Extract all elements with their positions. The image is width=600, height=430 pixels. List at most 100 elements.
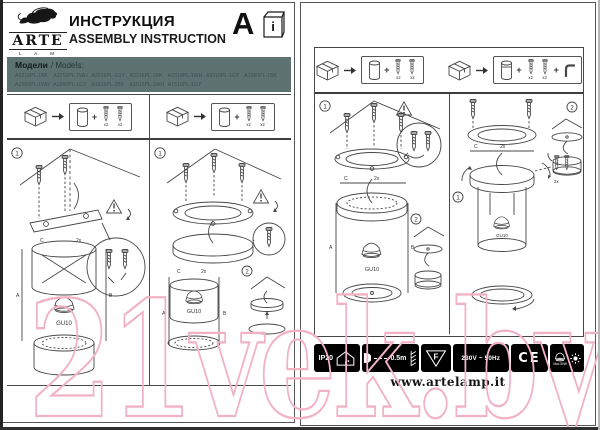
diagram-column-1: + x2 x2	[7, 95, 149, 385]
svg-text:2x: 2x	[500, 144, 506, 150]
screw-qty: x2	[540, 59, 550, 80]
model-item: A1560PL-1BK	[244, 73, 278, 79]
svg-text:B: B	[109, 293, 113, 299]
assembly-diagram-r2: 1 2 C 2x 2x GU10	[452, 99, 583, 311]
website-text: www.artelamp.it	[390, 375, 506, 389]
step-marker: 1	[456, 194, 460, 201]
lamp-body-icon	[76, 107, 88, 127]
svg-text:2x: 2x	[201, 269, 207, 275]
screw-icon	[259, 105, 266, 122]
models-banner: Модели/ Models: A3216PL-1BK A3216PL-1WH …	[7, 57, 291, 92]
voltage-badge: 230V ~ 50Hz	[452, 344, 509, 372]
svg-text:C: C	[40, 238, 44, 244]
parts-row: + x2 x2	[315, 48, 583, 94]
screw-qty: x2	[244, 105, 254, 127]
svg-text:2x: 2x	[554, 179, 560, 184]
allen-key-icon	[564, 64, 575, 77]
plus-sign: +	[234, 111, 240, 122]
step-marker: 2	[414, 217, 418, 223]
f-mark-icon: F	[425, 349, 447, 367]
screw-icon	[527, 59, 534, 75]
parts-group-2: + x2 x2 +	[448, 56, 582, 84]
model-item: A1516PL-1BK	[91, 82, 125, 89]
svg-text:F: F	[434, 352, 439, 361]
package-icon	[448, 60, 471, 80]
screw-icon	[103, 105, 109, 122]
svg-text:i: i	[271, 19, 275, 34]
svg-text:B: B	[223, 311, 227, 317]
left-page: ARTE L A M P ИНСТРУКЦИЯ ASSEMBLY INSTRUC…	[2, 2, 295, 423]
certification-badges: IP20 0.5m	[314, 344, 584, 372]
lamp-body-icon	[219, 107, 231, 127]
step-marker: 2	[570, 105, 574, 111]
parts-box: + x2 x2	[211, 102, 275, 131]
lamp-body-icon	[369, 60, 381, 80]
screw-qty: x2	[526, 59, 536, 80]
doc-letter: A	[232, 6, 255, 41]
screw-qty: x2	[258, 105, 268, 127]
package-icon	[166, 106, 189, 127]
parts-row: + x2 x2	[150, 95, 291, 140]
bulb-label: GU10	[496, 233, 508, 238]
model-item: A3316PL-1WH	[167, 73, 203, 79]
screw-icon	[245, 105, 252, 122]
svg-text:A: A	[16, 293, 20, 299]
f-mark-badge: F	[421, 344, 451, 372]
lamp-icon	[364, 353, 372, 363]
plus-sign: +	[553, 65, 559, 75]
model-item: A1516PL-1GY	[167, 82, 202, 89]
assembly-diagram-l2: 1 2 C 2x A B GU10	[153, 147, 285, 351]
spotlight-bulb-icon	[555, 352, 566, 362]
diagram-column-4: 1 2 C 2x 2x GU10	[449, 94, 583, 334]
parts-box: + x2 x2	[68, 102, 133, 131]
arrow-icon	[344, 66, 357, 74]
winged-lion-icon	[17, 7, 58, 24]
lamp-body-icon	[501, 60, 513, 80]
diagram-column-2: + x2 x2	[149, 95, 291, 385]
right-content-frame: + x2 x2	[314, 47, 584, 337]
arrow-icon	[476, 66, 489, 74]
bulb-label: GU10	[186, 309, 200, 315]
plus-sign: +	[91, 111, 98, 122]
sun-icon	[570, 352, 581, 364]
wall-icon	[411, 350, 417, 366]
svg-text:C: C	[177, 269, 181, 275]
models-list: A3216PL-1BK A3216PL-1WH A3216PL-1GY A331…	[15, 72, 283, 90]
svg-text:C: C	[474, 144, 478, 150]
svg-text:C: C	[344, 176, 348, 182]
scan-edge-left	[0, 0, 3, 430]
arte-lamp-logo: ARTE L A M P	[9, 7, 67, 61]
svg-text:2x: 2x	[374, 176, 380, 182]
ce-mark-badge: CE	[510, 344, 549, 372]
diagram-column-3: 1 2 C 2x A B GU10	[315, 94, 449, 334]
brand-name: ARTE	[9, 32, 67, 51]
title-russian: ИНСТРУКЦИЯ	[69, 13, 176, 30]
arrow-icon	[194, 113, 207, 120]
screw-qty: x2	[101, 105, 111, 127]
plus-sign: +	[384, 65, 390, 75]
title-english: ASSEMBLY INSTRUCTION	[69, 32, 226, 46]
step-marker: 1	[15, 150, 19, 157]
model-item: A3216PL-1BK	[15, 73, 48, 79]
right-diagram-columns: 1 2 C 2x A B GU10	[315, 94, 583, 334]
package-icon	[316, 60, 339, 80]
model-item: A3216PL-1GY	[91, 73, 125, 79]
manual-booklet-icon: i	[261, 11, 285, 44]
model-item: A3216PL-1WH	[53, 73, 88, 79]
right-page: + x2 x2	[300, 2, 596, 426]
assembly-diagram-r1: 1 2 C 2x A B GU10	[318, 100, 444, 303]
screw-icon	[409, 59, 415, 75]
model-item: A3316PL-1BK	[129, 73, 163, 79]
bulb-label: GU10	[56, 321, 72, 327]
assembly-diagram-l1: 1 C 2x A B GU10	[11, 147, 146, 376]
max-wattage-badge: Max 50W	[550, 344, 584, 372]
step-marker: 1	[158, 150, 162, 157]
model-item: A1516PL-1WH	[129, 82, 165, 89]
screw-icon	[117, 105, 123, 122]
svg-text:2x: 2x	[76, 238, 82, 244]
screw-icon	[541, 59, 548, 75]
package-icon	[24, 106, 47, 127]
distance-badge: 0.5m	[361, 344, 420, 372]
left-diagram-columns: + x2 x2	[7, 94, 291, 386]
